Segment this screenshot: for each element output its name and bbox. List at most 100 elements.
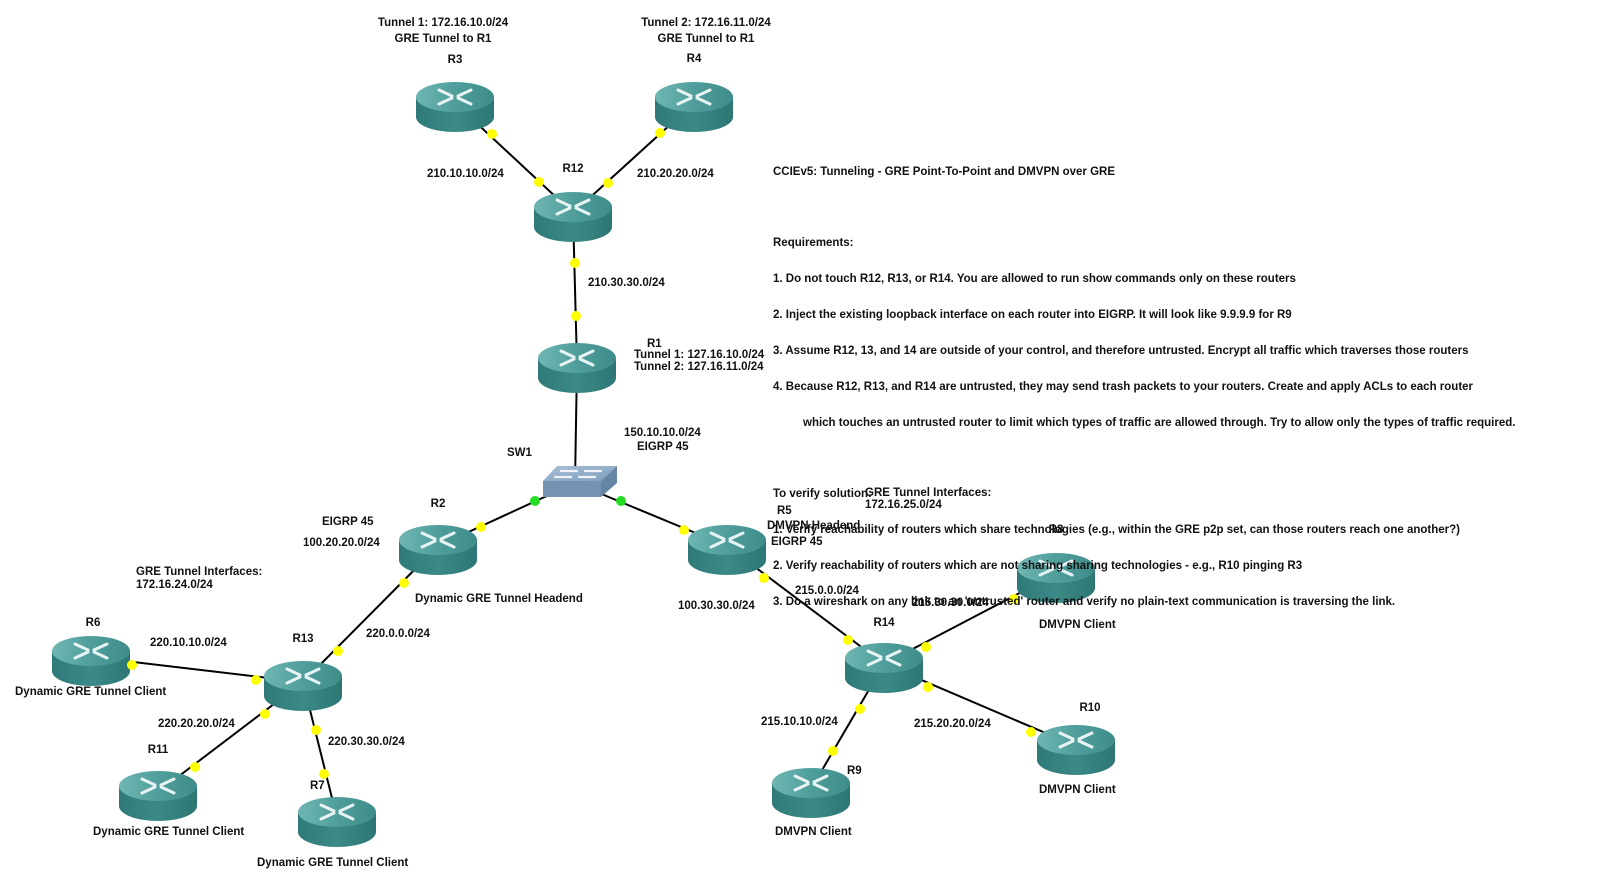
r5-eigrp-label: EIGRP 45 [771, 536, 823, 548]
router-arrows-icon [866, 649, 902, 667]
r11-description: Dynamic GRE Tunnel Client [93, 826, 245, 838]
device-label-sw1: SW1 [507, 447, 532, 459]
devices-layer [52, 82, 1115, 847]
router-top [52, 636, 130, 666]
device-label-r5: R5 [777, 505, 792, 517]
interface-port-indicator [570, 258, 580, 268]
device-label-r13: R13 [292, 633, 314, 645]
link-label-r3-r12: 210.10.10.0/24 [427, 168, 504, 180]
router-arrows-icon [793, 774, 829, 792]
device-label-r2: R2 [430, 498, 446, 510]
requirement-item-continued: which touches an untrusted router to lim… [803, 417, 1516, 429]
r6-description: Dynamic GRE Tunnel Client [15, 686, 167, 698]
r3-description: GRE Tunnel to R1 [394, 33, 492, 45]
verify-item: 3. Do a wireshark on any link to an 'unt… [773, 596, 1396, 608]
router-r10[interactable] [1037, 725, 1115, 775]
device-label-r12: R12 [562, 163, 584, 175]
router-top [399, 525, 477, 555]
interface-port-indicator [311, 725, 321, 735]
device-label-r3: R3 [447, 54, 463, 66]
interface-port-indicator [759, 573, 769, 583]
r2-eigrp-label: EIGRP 45 [322, 516, 374, 528]
r2-subnet-label: 100.20.20.0/24 [303, 537, 380, 549]
router-r14[interactable] [845, 643, 923, 693]
interface-port-indicator [828, 746, 838, 756]
r9-description: DMVPN Client [775, 826, 852, 838]
link-label-r14-r9: 215.10.10.0/24 [761, 716, 838, 728]
router-r6[interactable] [52, 636, 130, 686]
link-label-r5-r14: 215.0.0.0/24 [795, 585, 859, 597]
interface-port-indicator [534, 177, 544, 187]
router-top [534, 192, 612, 222]
router-r2[interactable] [399, 525, 477, 575]
device-label-r7: R7 [310, 780, 325, 792]
router-r4[interactable] [655, 82, 733, 132]
device-label-r14: R14 [873, 617, 895, 629]
link-label-r12-r1: 210.30.30.0/24 [588, 277, 665, 289]
r2-description: Dynamic GRE Tunnel Headend [415, 593, 583, 605]
router-top [416, 82, 494, 112]
router-top [688, 525, 766, 555]
router-top [1037, 725, 1115, 755]
router-arrows-icon [1038, 559, 1074, 577]
interface-port-indicator [921, 642, 931, 652]
router-r7[interactable] [298, 797, 376, 847]
r5-description: DMVPN Headend [767, 520, 861, 532]
interface-port-indicator [260, 709, 270, 719]
switch-arrows-icon [553, 469, 603, 479]
router-arrows-icon [420, 531, 456, 549]
router-r9[interactable] [772, 768, 850, 818]
device-label-r8: R8 [1048, 524, 1064, 536]
gre-left-subnet: 172.16.24.0/24 [136, 579, 213, 591]
link-label-r13-r7: 220.30.30.0/24 [328, 736, 405, 748]
router-arrows-icon [319, 803, 355, 821]
router-top [264, 661, 342, 691]
switch-sw1[interactable] [543, 466, 617, 497]
r10-description: DMVPN Client [1039, 784, 1116, 796]
interface-port-indicator [843, 635, 853, 645]
interface-port-indicator [603, 178, 613, 188]
router-r13[interactable] [264, 661, 342, 711]
interface-port-indicator [1009, 594, 1019, 604]
r5-subnet-label: 100.30.30.0/24 [678, 600, 755, 612]
router-arrows-icon [709, 531, 745, 549]
router-top [1017, 553, 1095, 583]
link-label-r13-r6: 220.10.10.0/24 [150, 637, 227, 649]
r1-tunnel2-label: Tunnel 2: 127.16.11.0/24 [634, 361, 764, 373]
lab-title: CCIEv5: Tunneling - GRE Point-To-Point a… [773, 166, 1116, 178]
interface-port-indicator [333, 646, 343, 656]
interface-port-indicator [319, 769, 329, 779]
requirement-item: 4. Because R12, R13, and R14 are untrust… [773, 381, 1474, 393]
r1-tunnel1-label: Tunnel 1: 127.16.10.0/24 [634, 349, 765, 361]
router-r3[interactable] [416, 82, 494, 132]
device-label-r11: R11 [147, 744, 169, 756]
device-label-r4: R4 [686, 53, 702, 65]
router-r8[interactable] [1017, 553, 1095, 603]
router-arrows-icon [559, 349, 595, 367]
gre-right-title: GRE Tunnel Interfaces: [865, 487, 992, 499]
router-r12[interactable] [534, 192, 612, 242]
gre-right-subnet: 172.16.25.0/24 [865, 499, 942, 511]
router-r11[interactable] [119, 771, 197, 821]
router-top [119, 771, 197, 801]
switch-body [543, 481, 601, 497]
verify-heading: To verify solution: [773, 488, 872, 500]
sw1-subnet-label: 150.10.10.0/24 [624, 427, 701, 439]
router-r5[interactable] [688, 525, 766, 575]
r7-description: Dynamic GRE Tunnel Client [257, 857, 409, 869]
router-top [298, 797, 376, 827]
interface-port-indicator [127, 660, 137, 670]
device-label-r10: R10 [1079, 702, 1101, 714]
link-label-r14-r8: 215.30.30.0/24 [912, 597, 989, 609]
r4-description: GRE Tunnel to R1 [657, 33, 755, 45]
router-arrows-icon [676, 88, 712, 106]
interface-port-indicator [190, 762, 200, 772]
router-r1[interactable] [538, 343, 616, 393]
requirement-item: 2. Inject the existing loopback interfac… [773, 309, 1292, 321]
requirement-item: 1. Do not touch R12, R13, or R14. You ar… [773, 273, 1296, 285]
switch-port-indicator [616, 496, 626, 506]
lab-notes: CCIEv5: Tunneling - GRE Point-To-Point a… [773, 142, 1515, 620]
ports-layer [127, 128, 1036, 779]
link-label-r2-r13: 220.0.0.0/24 [366, 628, 430, 640]
